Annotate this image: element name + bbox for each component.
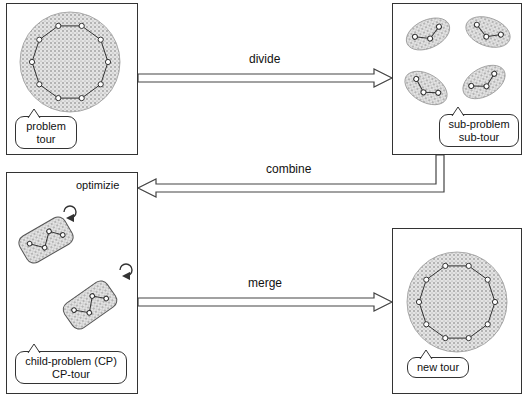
callout-text: problem tour [26,120,66,145]
callout-tail-line [452,107,464,116]
callout-tail-fill [28,344,40,354]
callout-bubble: sub-problem sub-tour [439,114,519,147]
callout-text: new tour [417,361,459,373]
hollow-arrow [138,293,392,311]
edge-label: combine [264,162,313,176]
callout-text: sub-problem sub-tour [448,118,509,143]
sub-tour-cluster [399,64,453,111]
callout-bubble: problem tour [15,116,77,149]
panel-box: problem tour [6,3,138,155]
callout-tail-fill [28,109,40,119]
callout-text: child-problem (CP) CP-tour [25,355,117,380]
panel-box: sub-problem sub-tour [392,3,522,155]
callout-tail [420,350,432,359]
callout-bubble: new tour [407,357,469,378]
callout-tail [28,109,40,118]
hollow-arrow [138,69,392,87]
callout-tail-line [28,109,40,118]
cp-tour-chip [16,214,76,266]
edge-label: merge [246,276,284,290]
callout-tail-fill [452,107,464,117]
panel-box: new tour [392,228,522,394]
sub-tour-cluster [462,11,515,53]
callout-tail-fill [420,350,432,360]
cp-tour-chip [60,278,120,332]
sub-tour-cluster [457,58,511,105]
panel-box: optimizie child-problem (CP) CP-tour [6,172,138,394]
sub-tour-cluster [401,12,455,57]
callout-bubble: child-problem (CP) CP-tour [15,351,127,384]
optimize-loop [64,206,76,218]
optimize-loop [120,264,132,276]
callout-tail-line [28,344,40,353]
tour-disc [407,252,507,352]
tour-disc [20,12,120,112]
hollow-arrow [138,155,444,197]
callout-tail-line [420,350,432,359]
edge-label: divide [247,52,282,66]
callout-tail [452,107,464,116]
callout-tail [28,344,40,353]
annotation-text: optimizie [75,179,120,192]
